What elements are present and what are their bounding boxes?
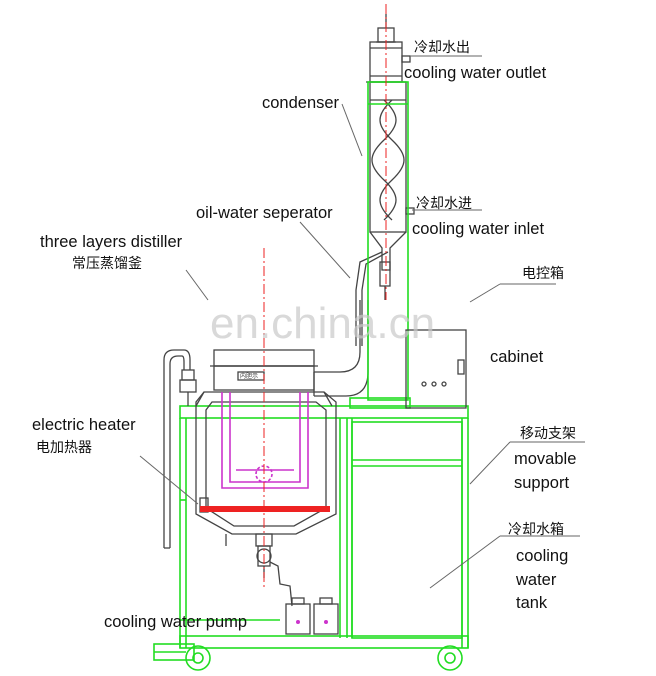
electric-heater-bar [200,506,330,512]
label-kettle-plate: 内胆示 [240,372,258,380]
oil-water-separator [355,251,391,346]
label-electric-heater-cn: 电加热器 [36,440,92,456]
label-cooling-water-tank-cn: 冷却水箱 [508,522,564,538]
cooling-water-pumps [285,597,339,635]
label-three-layers-distiller: three layers distiller [40,233,183,251]
condenser-column [366,14,415,271]
label-movable-support-2: support [514,474,569,492]
watermark: en.china.cn [210,299,435,348]
label-cooling-water-inlet-cn: 冷却水进 [416,196,472,212]
label-cooling-water-tank-3: tank [516,594,548,612]
label-cooling-water-outlet-cn: 冷却水出 [414,40,470,56]
label-cooling-water-pump: cooling water pump [104,613,247,631]
label-three-layers-distiller-cn: 常压蒸馏釜 [72,256,142,272]
center-lines [263,4,387,590]
leader-lines [139,55,585,589]
control-cabinet [405,329,467,409]
movable-support-frame [153,405,469,661]
label-cooling-water-inlet: cooling water inlet [412,220,544,238]
label-cooling-water-tank-1: cooling [516,547,568,565]
label-oil-water-separator: oil-water seperator [196,204,333,222]
label-cooling-water-tank-2: water [515,571,557,589]
distillation-kettle [195,349,337,607]
label-control-box-cn: 电控箱 [522,266,564,282]
pump-markers [296,620,328,624]
label-cabinet: cabinet [490,348,544,366]
label-movable-support-1: movable [514,450,576,468]
labels: 冷却水出 cooling water outlet condenser oil-… [32,40,576,631]
label-movable-support-cn: 移动支架 [520,426,576,442]
wheels [185,645,463,671]
kettle-legs [195,391,333,407]
label-cooling-water-outlet: cooling water outlet [404,64,547,82]
left-return-pipe [163,349,197,549]
label-electric-heater: electric heater [32,416,136,434]
condenser-support [349,81,411,409]
label-condenser: condenser [262,94,340,112]
